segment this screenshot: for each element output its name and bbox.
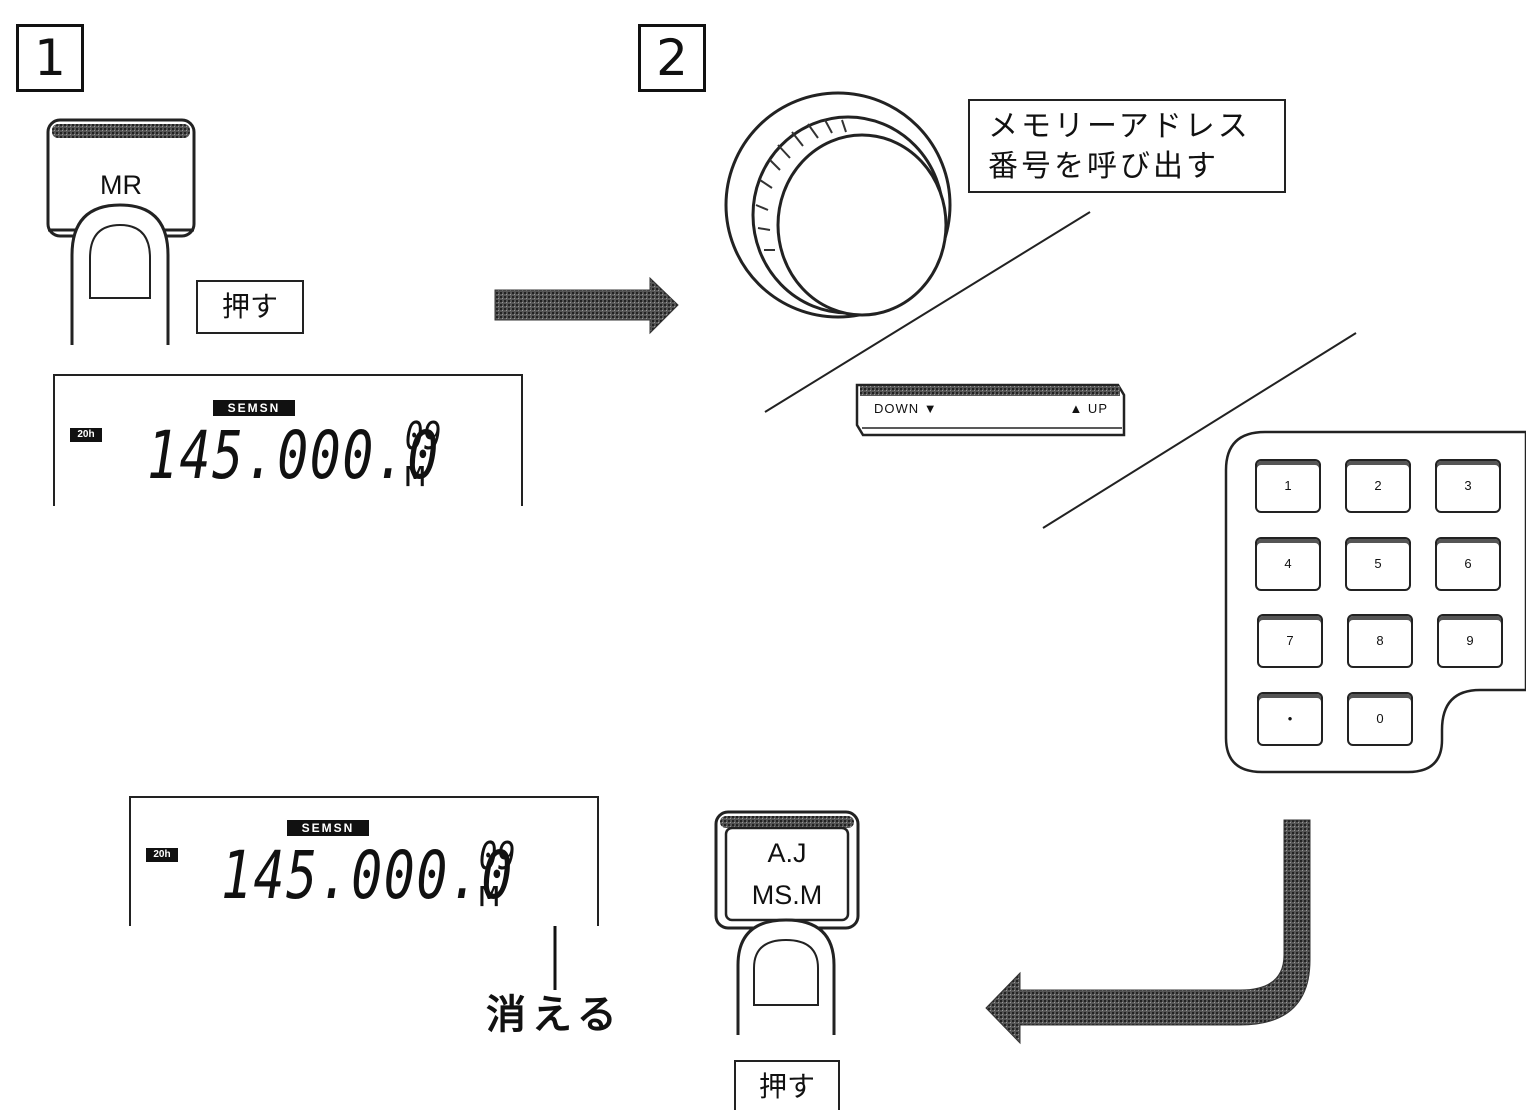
step-number-1: 1 xyxy=(16,24,84,92)
updown-switch[interactable]: DOWN ▼ ▲ UP xyxy=(862,396,1120,426)
knob-caption: メモリーアドレス 番号を呼び出す xyxy=(968,99,1286,193)
lcd-bottom-tag: SEMSN xyxy=(287,820,369,836)
divider-line-1 xyxy=(764,211,1091,413)
aj-button-line2: MS.M xyxy=(751,880,823,910)
aj-msm-button[interactable]: A.J MS.M xyxy=(726,828,848,920)
lcd-bottom-frequency: 145.000.0 xyxy=(221,837,514,914)
down-label: DOWN ▼ xyxy=(874,401,938,416)
aj-button-line1: A.J xyxy=(767,838,807,868)
lcd-bottom-channel: 09 xyxy=(479,834,516,878)
arrow-curved-icon xyxy=(985,819,1311,1045)
finger-2-icon xyxy=(736,918,836,1035)
lcd-top-memory-marker: M xyxy=(405,460,426,493)
lcd-top-tag: SEMSN xyxy=(213,400,295,416)
tuning-knob-icon xyxy=(724,91,952,319)
divider-line-2 xyxy=(1042,332,1357,529)
finger-1-icon xyxy=(70,203,170,345)
disappear-label: 消える xyxy=(486,992,623,1038)
lcd-display-top: 20h SEMSN 145.000.0 09 M xyxy=(53,374,523,506)
lcd-top-channel: 09 xyxy=(405,414,442,458)
mr-button[interactable]: MR xyxy=(56,138,186,228)
aj-button-shape xyxy=(714,810,860,930)
lcd-top-frequency: 145.000.0 xyxy=(147,417,440,494)
lcd-bottom-tag-small: 20h xyxy=(146,848,178,862)
knob-caption-line1: メモリーアドレス xyxy=(988,109,1251,144)
updown-switch-shape xyxy=(855,383,1126,437)
up-label: ▲ UP xyxy=(1069,401,1108,416)
arrow-right-icon xyxy=(494,276,679,335)
lcd-display-bottom: 20h SEMSN 145.000.0 09 M xyxy=(129,796,599,926)
knob-caption-line2: 番号を呼び出す xyxy=(988,149,1219,184)
mr-button-label: MR xyxy=(100,170,142,200)
lcd-top-tag-small: 20h xyxy=(70,428,102,442)
numpad-body xyxy=(1224,430,1526,774)
press-label-2: 押す xyxy=(734,1060,840,1110)
lcd-bottom-memory-marker: M xyxy=(479,880,500,913)
press-label-1: 押す xyxy=(196,280,304,334)
step-number-2: 2 xyxy=(638,24,706,92)
